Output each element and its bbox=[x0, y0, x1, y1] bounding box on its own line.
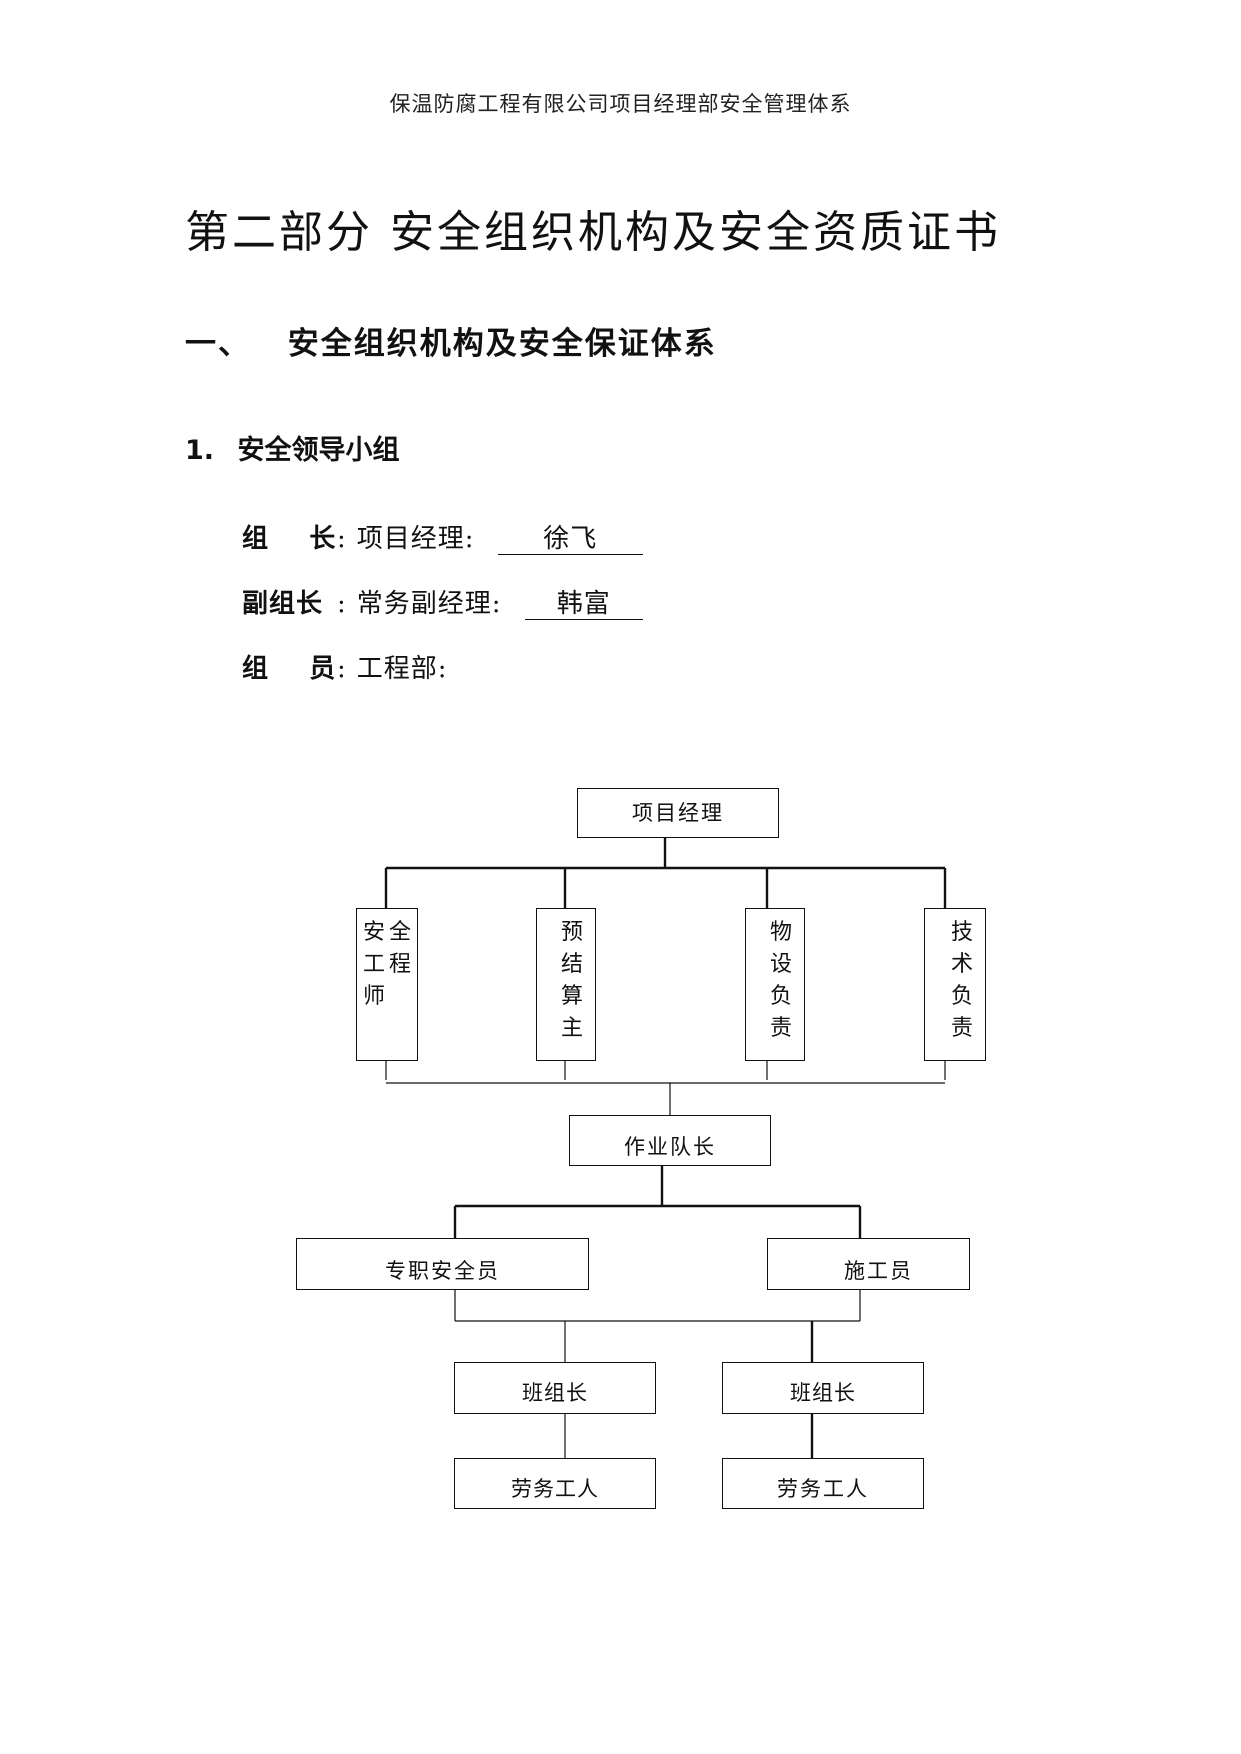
material-equipment-box: 物 设 负 责 bbox=[745, 908, 805, 1061]
section-number: 一、 bbox=[185, 326, 251, 362]
workers-box-2: 劳务工人 bbox=[722, 1458, 924, 1509]
page-header: 保温防腐工程有限公司项目经理部安全管理体系 bbox=[389, 92, 852, 116]
deputy-leader-label: 副组长 bbox=[242, 589, 324, 619]
section-text: 安全组织机构及安全保证体系 bbox=[287, 326, 717, 362]
group-leader-box-2: 班组长 bbox=[722, 1362, 924, 1414]
safety-engineer-box: 安全 工程 师 bbox=[356, 908, 418, 1061]
leader-role: 项目经理: bbox=[356, 524, 475, 554]
team-leader-box: 作业队长 bbox=[569, 1115, 771, 1166]
workers-box-1: 劳务工人 bbox=[454, 1458, 656, 1509]
technical-lead-box: 技 术 负 责 bbox=[924, 908, 986, 1061]
member-row: 组 员:工程部: bbox=[242, 648, 448, 685]
safety-officer-box: 专职安全员 bbox=[296, 1238, 589, 1290]
deputy-leader-role: 常务副经理: bbox=[356, 589, 502, 619]
leader-label: 组 长 bbox=[242, 524, 337, 554]
leader-row: 组 长:项目经理: 徐飞 bbox=[242, 518, 643, 555]
section-heading: 一、 安全组织机构及安全保证体系 bbox=[185, 318, 717, 363]
construction-officer-box: 施工员 bbox=[767, 1238, 970, 1290]
subsection-text: 安全领导小组 bbox=[237, 435, 400, 466]
group-leader-box-1: 班组长 bbox=[454, 1362, 656, 1414]
member-role: 工程部: bbox=[356, 654, 448, 684]
deputy-leader-name: 韩富 bbox=[524, 589, 643, 620]
subsection-number: 1. bbox=[185, 435, 215, 466]
leader-name: 徐飞 bbox=[497, 524, 643, 555]
budget-settlement-box: 预 结 算 主 bbox=[536, 908, 596, 1061]
member-label: 组 员 bbox=[242, 654, 337, 684]
document-title: 第二部分 安全组织机构及安全资质证书 bbox=[185, 207, 1001, 258]
subsection-heading: 1. 安全领导小组 bbox=[185, 428, 399, 467]
project-manager-box: 项目经理 bbox=[577, 788, 779, 838]
deputy-leader-row: 副组长:常务副经理: 韩富 bbox=[242, 583, 643, 620]
